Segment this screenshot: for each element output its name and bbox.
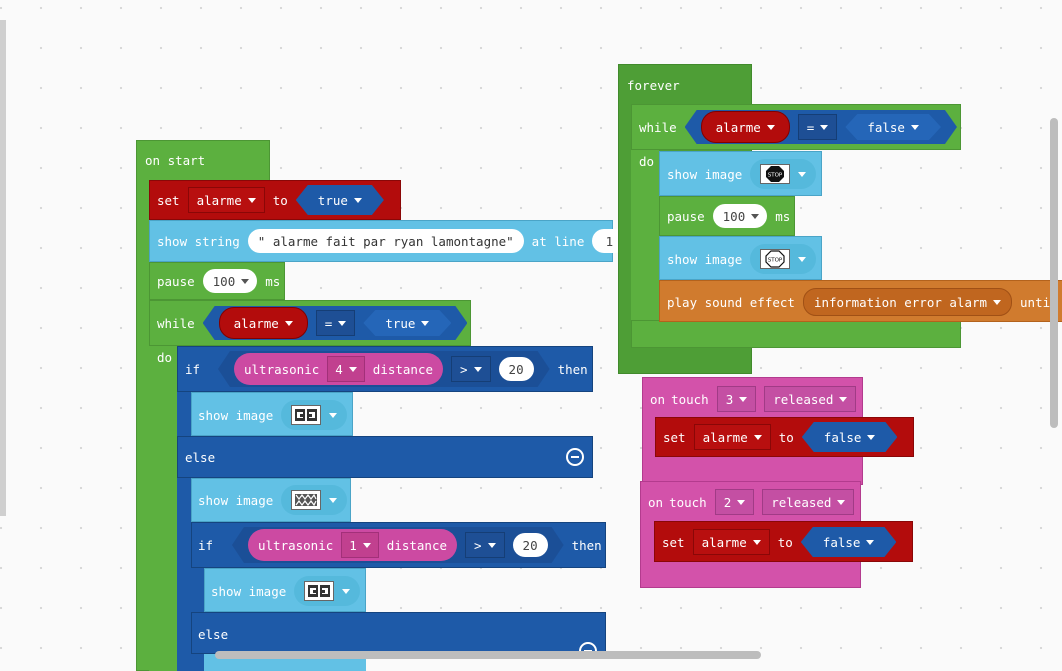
- eyes-image-icon: [291, 405, 322, 425]
- false-value-dropdown[interactable]: false: [845, 114, 941, 140]
- touch-event-dropdown[interactable]: released: [764, 386, 857, 412]
- while-keyword: while: [639, 119, 677, 135]
- equals-operator-dropdown[interactable]: =: [316, 310, 356, 336]
- pause-keyword: pause: [157, 273, 195, 289]
- pause-keyword: pause: [667, 208, 705, 224]
- show-image-keyword: show image: [667, 166, 743, 182]
- until-keyword: until: [1020, 294, 1058, 310]
- then-keyword: then: [571, 537, 602, 553]
- alarme-variable[interactable]: alarme: [219, 307, 308, 339]
- touch-pin-dropdown[interactable]: 2: [714, 489, 755, 515]
- boolean-false-dropdown[interactable]: false: [801, 527, 897, 557]
- distance-keyword: distance: [386, 537, 448, 553]
- else-section-1: [177, 436, 593, 478]
- if-keyword: if: [185, 362, 201, 377]
- distance-keyword: distance: [372, 361, 434, 377]
- image-picker[interactable]: [294, 576, 361, 606]
- pause-duration-dropdown[interactable]: 100: [712, 204, 768, 228]
- stop-sign-outline-image-icon: STOP: [760, 249, 791, 269]
- string-input[interactable]: " alarme fait par ryan lamontagne": [247, 229, 524, 253]
- ultrasonic-keyword: ultrasonic: [244, 361, 320, 377]
- svg-text:STOP: STOP: [768, 258, 783, 264]
- show-image-keyword: show image: [198, 407, 274, 423]
- image-picker[interactable]: STOP: [750, 159, 817, 189]
- ms-unit: ms: [775, 208, 791, 224]
- to-keyword: to: [777, 534, 793, 550]
- show-image-keyword: show image: [198, 492, 274, 508]
- ultrasonic-keyword: ultrasonic: [258, 537, 334, 553]
- show-image-keyword: show image: [667, 251, 743, 267]
- on-keyword: on: [648, 494, 664, 510]
- touch-pin-dropdown[interactable]: 3: [716, 386, 757, 412]
- svg-text:STOP: STOP: [768, 173, 783, 179]
- boolean-true-dropdown[interactable]: true: [296, 185, 384, 215]
- vertical-scrollbar[interactable]: [1050, 118, 1058, 428]
- if-condition-2[interactable]: ultrasonic 1 distance > 20: [232, 527, 564, 563]
- else-section-2: [191, 612, 606, 654]
- set-keyword: set: [662, 534, 685, 550]
- horizontal-scrollbar[interactable]: [215, 651, 761, 659]
- show-string-keyword: show string: [157, 233, 240, 249]
- touch-event-dropdown[interactable]: released: [762, 489, 855, 515]
- ultrasonic-distance-reporter[interactable]: ultrasonic 1 distance: [248, 529, 457, 561]
- image-picker[interactable]: [281, 400, 348, 430]
- boolean-false-dropdown[interactable]: false: [802, 422, 898, 452]
- on-start-label: on start: [145, 153, 206, 168]
- else-keyword: else: [198, 627, 229, 642]
- ultrasonic-port-dropdown[interactable]: 1: [341, 532, 379, 558]
- ms-unit: ms: [265, 273, 281, 289]
- to-keyword: to: [778, 429, 794, 445]
- set-keyword: set: [663, 429, 686, 445]
- show-image-keyword: show image: [211, 583, 287, 599]
- while-condition[interactable]: alarme = true: [203, 306, 468, 340]
- left-edge-strip: [0, 20, 6, 516]
- greater-than-dropdown[interactable]: >: [451, 356, 491, 382]
- ultrasonic-port-dropdown[interactable]: 4: [327, 356, 365, 382]
- ultrasonic-distance-reporter[interactable]: ultrasonic 4 distance: [234, 353, 443, 385]
- while-keyword: while: [157, 315, 195, 331]
- touch-keyword: touch: [669, 494, 707, 510]
- while-condition[interactable]: alarme = false: [685, 110, 957, 144]
- play-sound-effect-keyword: play sound effect: [667, 294, 795, 310]
- greater-than-dropdown[interactable]: >: [465, 532, 505, 558]
- equals-operator-dropdown[interactable]: =: [798, 114, 838, 140]
- stop-sign-image-icon: STOP: [760, 164, 791, 184]
- variable-dropdown[interactable]: alarme: [187, 187, 265, 213]
- pause-duration-dropdown[interactable]: 100: [202, 269, 258, 293]
- then-keyword: then: [557, 361, 588, 377]
- to-keyword: to: [272, 192, 288, 208]
- if-condition-1[interactable]: ultrasonic 4 distance > 20: [218, 351, 550, 387]
- at-line-keyword: at line: [531, 233, 585, 249]
- threshold-input[interactable]: 20: [513, 533, 548, 557]
- touch-keyword: touch: [671, 391, 709, 407]
- do-keyword: do: [639, 154, 655, 169]
- variable-dropdown[interactable]: alarme: [693, 424, 771, 450]
- sound-effect-dropdown[interactable]: information error alarm: [802, 288, 1013, 316]
- threshold-input[interactable]: 20: [499, 357, 534, 381]
- collapse-else-icon[interactable]: [566, 448, 584, 466]
- image-picker[interactable]: [281, 485, 348, 515]
- set-keyword: set: [157, 192, 180, 208]
- variable-dropdown[interactable]: alarme: [692, 529, 770, 555]
- do-keyword: do: [157, 350, 173, 365]
- if-keyword: if: [198, 538, 214, 553]
- image-picker[interactable]: STOP: [750, 244, 817, 274]
- teeth-image-icon: [291, 490, 322, 510]
- forever-label: forever: [627, 78, 680, 93]
- alarme-variable[interactable]: alarme: [701, 111, 790, 143]
- on-keyword: on: [650, 391, 666, 407]
- else-keyword: else: [185, 450, 216, 465]
- eyes-image-icon: [304, 581, 335, 601]
- true-value-dropdown[interactable]: true: [363, 310, 451, 336]
